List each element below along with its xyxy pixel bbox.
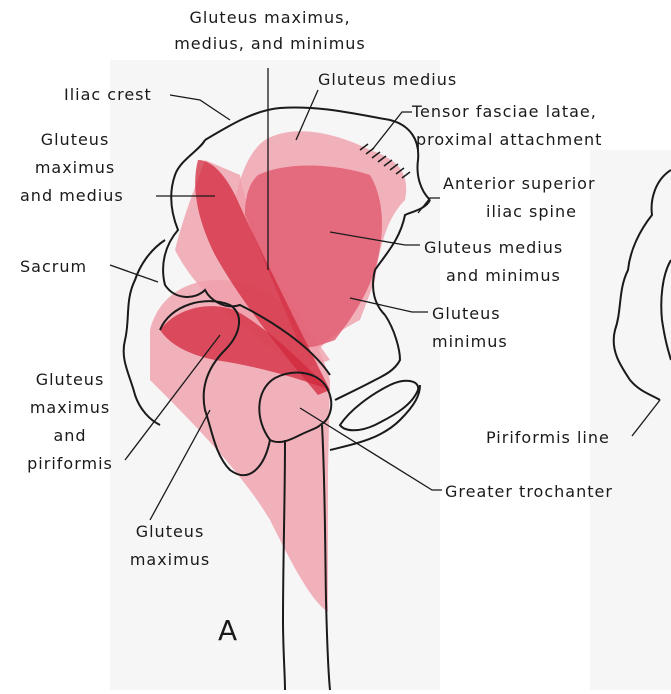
figure-letter: A (218, 616, 237, 646)
label-max-med-line3: and medius (20, 184, 124, 208)
label-asis-line1: Anterior superior (443, 172, 596, 196)
label-greater-trochanter: Greater trochanter (445, 480, 613, 504)
label-gluteus-medius: Gluteus medius (318, 68, 457, 92)
label-med-min-line1: Gluteus medius (424, 236, 563, 260)
label-max-piri-line4: piriformis (10, 452, 130, 476)
label-max-piri-line2: maximus (10, 396, 130, 420)
background-panel-right (590, 150, 671, 690)
label-minimus-line1: Gluteus (432, 302, 501, 326)
label-med-min-line2: and minimus (446, 264, 561, 288)
label-max-piri-line3: and (10, 424, 130, 448)
label-maximus-bottom-line1: Gluteus (110, 520, 230, 544)
label-sacrum: Sacrum (20, 255, 87, 279)
label-tfl-line1: Tensor fasciae latae, (412, 100, 597, 124)
label-maximus-bottom-line2: maximus (110, 548, 230, 572)
label-minimus-line2: minimus (432, 330, 508, 354)
label-iliac-crest: Iliac crest (64, 83, 152, 107)
label-max-med-line2: maximus (10, 156, 140, 180)
label-asis-line2: iliac spine (486, 200, 577, 224)
label-gluteals-all-line1: Gluteus maximus, (130, 6, 410, 30)
label-tfl-line2: proximal attachment (416, 128, 602, 152)
label-piriformis-line: Piriformis line (486, 426, 610, 450)
label-gluteals-all-line2: medius, and minimus (130, 32, 410, 56)
label-max-piri-line1: Gluteus (10, 368, 130, 392)
label-max-med-line1: Gluteus (10, 128, 140, 152)
